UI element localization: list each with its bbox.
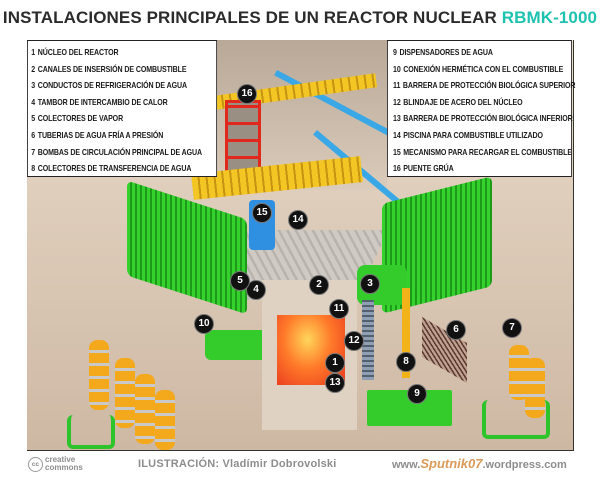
yellow-barrier [402, 288, 410, 378]
cc-icon: cc [28, 456, 43, 472]
callout-marker-3: 3 [360, 274, 380, 294]
crane-tower [225, 100, 261, 176]
creative-commons-logo: cc creative commons [28, 454, 83, 474]
callout-marker-7: 7 [502, 318, 522, 338]
pump-2 [115, 358, 135, 428]
callout-marker-2: 2 [309, 275, 329, 295]
website-link[interactable]: www.Sputnik07.wordpress.com [392, 456, 567, 471]
callout-marker-16: 16 [237, 84, 257, 104]
callout-marker-5: 5 [230, 271, 250, 291]
pump-1 [89, 340, 109, 410]
pump-6 [525, 358, 545, 418]
pump-5 [509, 345, 529, 400]
page-title: INSTALACIONES PRINCIPALES DE UN REACTOR … [0, 8, 600, 28]
callout-marker-12: 12 [344, 331, 364, 351]
title-model: RBMK-1000 [501, 8, 598, 27]
cold-water-pipes [482, 400, 550, 439]
callout-marker-4: 4 [246, 280, 266, 300]
callout-marker-1: 1 [325, 353, 345, 373]
pump-4 [155, 390, 175, 450]
steel-shield [362, 300, 374, 380]
callout-marker-8: 8 [396, 352, 416, 372]
pump-pipes-left [67, 415, 115, 449]
callout-marker-13: 13 [325, 373, 345, 393]
callout-marker-10: 10 [194, 314, 214, 334]
callout-marker-11: 11 [329, 299, 349, 319]
callout-marker-14: 14 [288, 210, 308, 230]
illustration-credit: ILUSTRACIÓN: Vladímir Dobrovolski [138, 458, 337, 470]
pump-3 [135, 374, 155, 444]
title-main: INSTALACIONES PRINCIPALES DE UN REACTOR … [2, 8, 497, 27]
callout-marker-6: 6 [446, 320, 466, 340]
callout-marker-9: 9 [407, 384, 427, 404]
callout-marker-15: 15 [252, 203, 272, 223]
